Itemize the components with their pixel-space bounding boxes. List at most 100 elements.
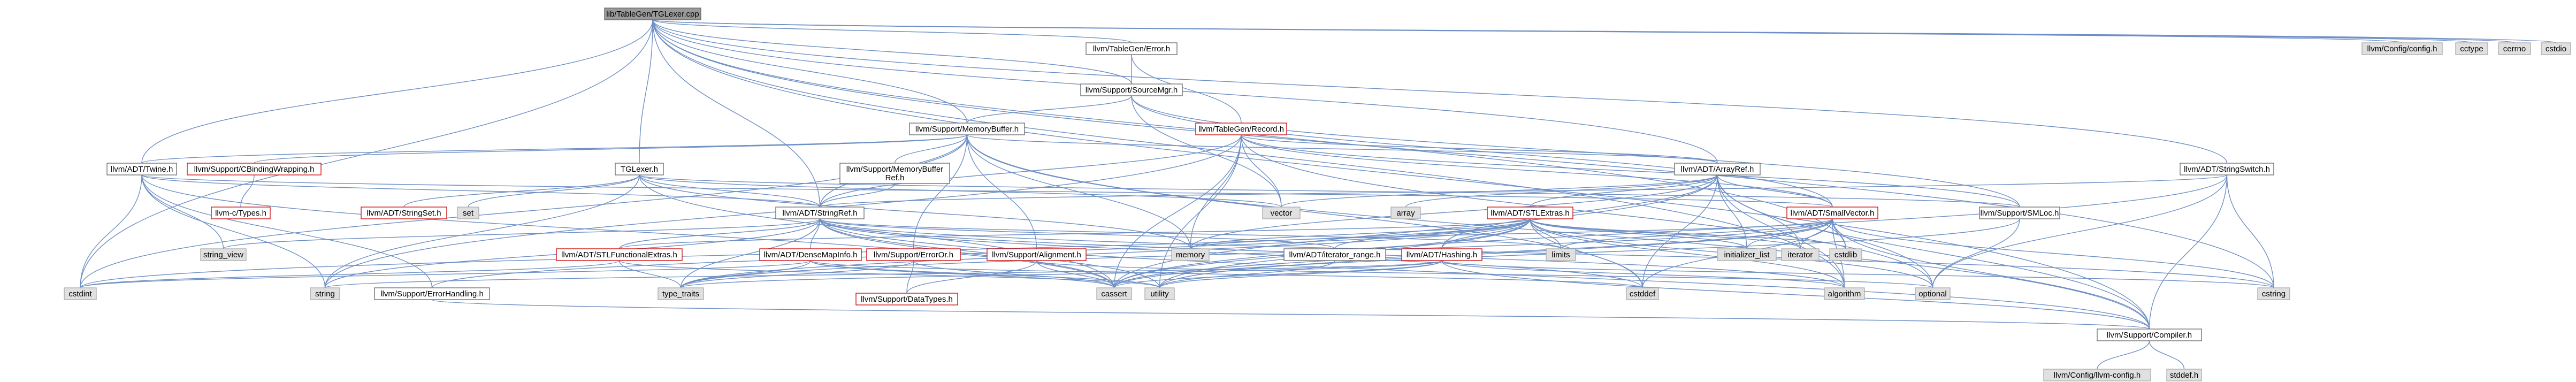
edge-stlfunctionalextras-to-cstdint xyxy=(80,260,620,288)
node-iterator: iterator xyxy=(1781,248,1820,261)
node-stringswitch[interactable]: llvm/ADT/StringSwitch.h xyxy=(2180,163,2274,175)
edges-layer xyxy=(80,19,2557,370)
edge-root-to-arrayref xyxy=(652,19,1718,164)
node-typetraits: type_traits xyxy=(658,287,704,300)
node-stringref[interactable]: llvm/ADT/StringRef.h xyxy=(775,207,865,219)
edge-twine-to-cassert xyxy=(141,174,1115,288)
edge-tglexer-to-smloc xyxy=(639,174,2020,208)
node-cbindingwrapping[interactable]: llvm/Support/CBindingWrapping.h xyxy=(187,163,322,175)
edge-errorhandling-to-compiler xyxy=(431,299,2150,330)
edge-stringswitch-to-compiler xyxy=(2149,174,2228,330)
edge-arrayref-to-stlextras xyxy=(1530,174,1718,208)
edge-hashing-to-utility xyxy=(1159,260,1442,288)
node-label-optional: optional xyxy=(1918,289,1947,299)
node-erroror[interactable]: llvm/Support/ErrorOr.h xyxy=(866,248,961,261)
edge-hashing-to-string xyxy=(324,260,1442,288)
edge-root-to-stringswitch xyxy=(652,19,2228,164)
node-label-cctype: cctype xyxy=(2460,44,2483,54)
node-label-stlextras: llvm/ADT/STLExtras.h xyxy=(1490,209,1570,218)
node-box-cstdlib xyxy=(1829,248,1862,261)
edge-stlextras-to-iterator xyxy=(1530,218,1801,249)
node-box-stlextras xyxy=(1487,207,1573,219)
node-box-cerrno xyxy=(2498,42,2531,55)
edge-arrayref-to-optional xyxy=(1717,174,1933,288)
edge-stlextras-to-algorithm xyxy=(1530,218,1845,288)
node-ctypes[interactable]: llvm-c/Types.h xyxy=(211,207,271,219)
node-sourcemgr[interactable]: llvm/Support/SourceMgr.h xyxy=(1080,83,1183,96)
node-alignment[interactable]: llvm/Support/Alignment.h xyxy=(987,248,1087,261)
node-box-stlfunctionalextras xyxy=(556,248,683,261)
node-stlextras[interactable]: llvm/ADT/STLExtras.h xyxy=(1487,207,1573,219)
edge-smloc-to-optional xyxy=(1932,218,2020,288)
node-box-smloc xyxy=(1979,207,2060,219)
edge-arrayref-to-cstddef xyxy=(1642,174,1718,288)
node-label-cstring: cstring xyxy=(2262,289,2285,299)
node-box-stddef xyxy=(2166,369,2202,381)
edge-stringref-to-cassert xyxy=(819,218,1115,288)
edge-memorybuffer-to-twine xyxy=(141,134,968,164)
node-label-iterator: iterator xyxy=(1788,250,1813,259)
edge-memorybuffer-to-compiler xyxy=(966,134,2150,330)
edge-stringref-to-limits xyxy=(819,218,1562,249)
node-arrayref[interactable]: llvm/ADT/ArrayRef.h xyxy=(1674,163,1761,175)
node-smloc[interactable]: llvm/Support/SMLoc.h xyxy=(1979,207,2060,219)
edge-cbindingwrapping-to-ctypes xyxy=(240,174,255,208)
edge-record-to-utility xyxy=(1159,134,1242,288)
edge-sourcemgr-to-smallvector xyxy=(1131,95,1833,208)
node-iteratorrange[interactable]: llvm/ADT/iterator_range.h xyxy=(1283,248,1386,261)
node-stlfunctionalextras[interactable]: llvm/ADT/STLFunctionalExtras.h xyxy=(556,248,683,261)
edge-tglexer-to-set xyxy=(468,174,640,208)
edge-root-to-cstring xyxy=(652,19,2274,288)
node-box-vector xyxy=(1262,207,1301,219)
node-twine[interactable]: llvm/ADT/Twine.h xyxy=(106,163,177,175)
edge-densemapinfo-to-typetraits xyxy=(680,260,811,288)
node-label-cstdint: cstdint xyxy=(68,289,92,299)
edge-stringref-to-cstddef xyxy=(819,218,1643,288)
node-label-tgerror: llvm/TableGen/Error.h xyxy=(1093,44,1170,54)
node-compiler[interactable]: llvm/Support/Compiler.h xyxy=(2097,328,2202,341)
node-errorhandling[interactable]: llvm/Support/ErrorHandling.h xyxy=(374,287,490,300)
node-densemapinfo[interactable]: llvm/ADT/DenseMapInfo.h xyxy=(759,248,862,261)
edge-stlextras-to-initializerlist xyxy=(1530,218,1747,249)
node-tgerror[interactable]: llvm/TableGen/Error.h xyxy=(1086,42,1178,55)
edge-hashing-to-algorithm xyxy=(1441,260,1845,288)
node-label-iteratorrange: llvm/ADT/iterator_range.h xyxy=(1289,250,1381,259)
node-label-stringref: llvm/ADT/StringRef.h xyxy=(782,209,857,218)
edge-record-to-cassert xyxy=(1113,134,1242,288)
edge-tglexer-to-stringref xyxy=(639,174,821,208)
node-box-ctypes xyxy=(211,207,271,219)
node-box-root xyxy=(604,7,701,20)
node-record[interactable]: llvm/TableGen/Record.h xyxy=(1195,123,1287,135)
node-llvmconfig: llvm/Config/llvm-config.h xyxy=(2043,369,2151,381)
edge-memorybuffer-to-memorybufferref xyxy=(894,134,968,164)
edge-record-to-optional xyxy=(1241,134,1933,288)
node-root[interactable]: lib/TableGen/TGLexer.cpp xyxy=(604,7,701,20)
edge-record-to-vector xyxy=(1241,134,1282,208)
node-label-stringset: llvm/ADT/StringSet.h xyxy=(366,209,441,218)
node-smallvector[interactable]: llvm/ADT/SmallVector.h xyxy=(1786,207,1878,219)
node-memorybuffer[interactable]: llvm/Support/MemoryBuffer.h xyxy=(909,123,1025,135)
node-cstdlib: cstdlib xyxy=(1829,248,1862,261)
edge-stlextras-to-stlfunctionalextras xyxy=(618,218,1531,249)
node-initializerlist: initializer_list xyxy=(1717,248,1777,261)
node-stddef: stddef.h xyxy=(2166,369,2202,381)
node-hashing[interactable]: llvm/ADT/Hashing.h xyxy=(1401,248,1482,261)
node-label-root: lib/TableGen/TGLexer.cpp xyxy=(606,10,699,19)
node-cstdio: cstdio xyxy=(2541,42,2571,55)
edge-stringref-to-typetraits xyxy=(680,218,821,288)
node-label-stringswitch: llvm/ADT/StringSwitch.h xyxy=(2184,165,2270,174)
node-box-densemapinfo xyxy=(759,248,862,261)
edge-hashing-to-compiler xyxy=(1441,260,2150,330)
node-tglexer[interactable]: TGLexer.h xyxy=(615,163,664,175)
edge-stlextras-to-memory xyxy=(1190,218,1531,249)
node-datatypes[interactable]: llvm/Support/DataTypes.h xyxy=(855,293,958,305)
node-box-initializerlist xyxy=(1717,248,1777,261)
edge-tglexer-to-memory xyxy=(639,174,1191,249)
node-stringset[interactable]: llvm/ADT/StringSet.h xyxy=(361,207,447,219)
node-label-cstdio: cstdio xyxy=(2546,44,2566,54)
node-label-ctypes: llvm-c/Types.h xyxy=(215,209,266,218)
node-label-hashing: llvm/ADT/Hashing.h xyxy=(1407,250,1478,259)
edge-stringswitch-to-stringref xyxy=(819,174,2228,208)
